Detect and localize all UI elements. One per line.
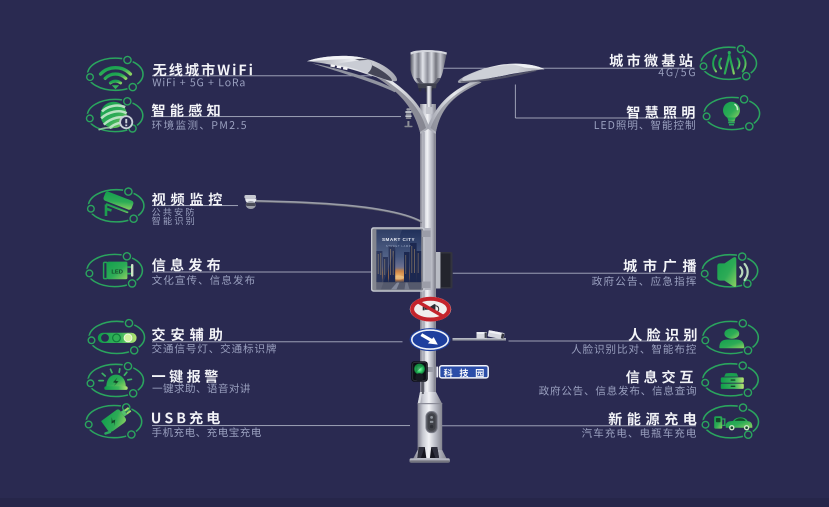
svg-text:SMART CITY: SMART CITY xyxy=(382,237,415,242)
svg-text:STREET LAMP: STREET LAMP xyxy=(386,244,411,248)
svg-text:LED: LED xyxy=(111,269,123,275)
